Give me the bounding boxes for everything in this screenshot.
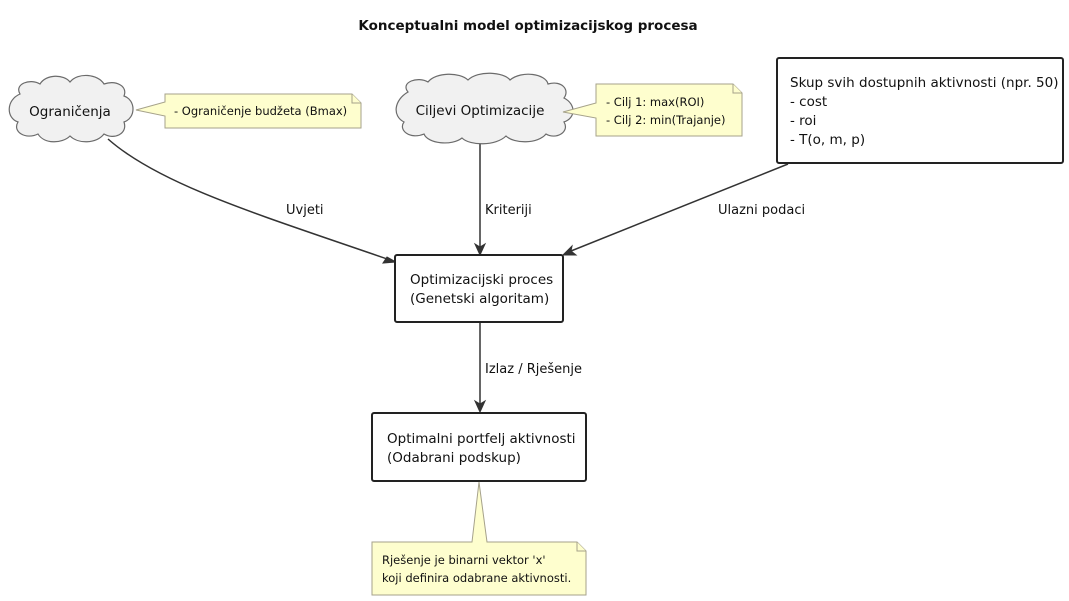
cloud-goals-label: Ciljevi Optimizacije [416, 103, 545, 119]
edge-input: Ulazni podaci [561, 163, 805, 256]
box-activities-line-1: Skup svih dostupnih aktivnosti (npr. 50) [790, 75, 1058, 91]
box-portfolio-line-2: (Odabrani podskup) [387, 450, 521, 466]
note-goals: - Cilj 1: max(ROI) - Cilj 2: min(Trajanj… [562, 83, 743, 137]
note-result: Rješenje je binarni vektor 'x' koji defi… [371, 481, 587, 596]
cloud-goals: Ciljevi Optimizacije [395, 72, 574, 145]
box-activities: Skup svih dostupnih aktivnosti (npr. 50)… [776, 57, 1064, 164]
edge-label-criteria: Kriteriji [485, 203, 532, 218]
cloud-constraints-label: Ograničenja [29, 104, 111, 120]
box-process: Optimizacijski proces (Genetski algorita… [394, 254, 564, 323]
box-activities-line-4: - T(o, m, p) [790, 132, 865, 148]
box-portfolio: Optimalni portfelj aktivnosti (Odabrani … [371, 412, 587, 482]
note-constraints: - Ograničenje budžeta (Bmax) [135, 93, 362, 129]
edge-label-input: Ulazni podaci [718, 203, 805, 218]
edge-output: Izlaz / Rješenje [473, 322, 582, 414]
note-goals-line-1: - Cilj 1: max(ROI) [606, 95, 704, 109]
note-result-line-2: koji definira odabrane aktivnosti. [382, 571, 571, 585]
box-portfolio-line-1: Optimalni portfelj aktivnosti [387, 431, 576, 447]
edge-label-output: Izlaz / Rješenje [485, 362, 582, 377]
note-result-line-1: Rješenje je binarni vektor 'x' [382, 553, 546, 567]
box-process-line-2: (Genetski algoritam) [410, 291, 549, 307]
edge-criteria: Kriteriji [473, 140, 532, 257]
note-goals-line-2: - Cilj 2: min(Trajanje) [606, 113, 726, 127]
diagram-title: Konceptualni model optimizacijskog proce… [358, 18, 697, 34]
note-constraints-line-1: - Ograničenje budžeta (Bmax) [174, 104, 347, 118]
edge-conditions: Uvjeti [107, 138, 398, 264]
cloud-constraints: Ograničenja [8, 74, 134, 143]
edge-label-conditions: Uvjeti [286, 203, 324, 218]
box-process-line-1: Optimizacijski proces [410, 272, 553, 288]
box-activities-line-3: - roi [790, 113, 816, 129]
box-activities-line-2: - cost [790, 94, 827, 110]
